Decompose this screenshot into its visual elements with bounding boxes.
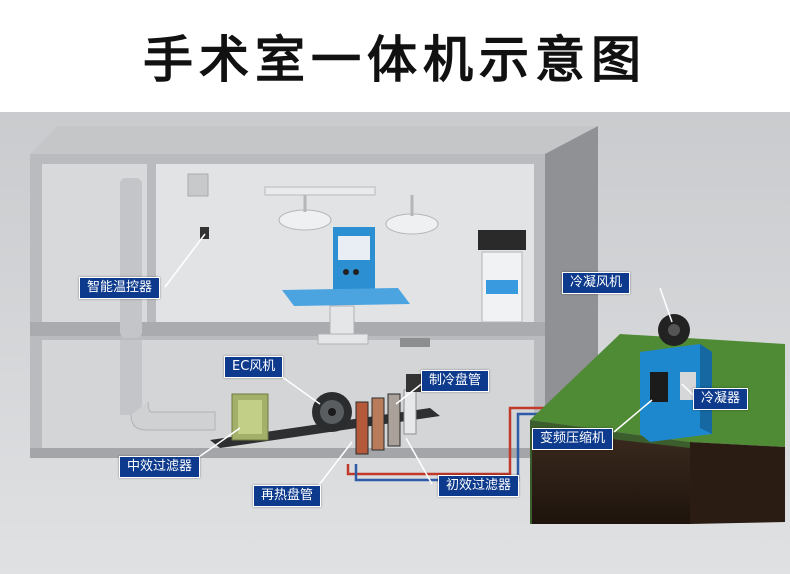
floor-drain [400, 338, 430, 347]
page-title: 手术室一体机示意图 [143, 31, 647, 89]
label-primary-filter: 初效过滤器 [438, 475, 520, 497]
medical-cart [478, 230, 526, 323]
medium-filter-unit [231, 393, 269, 441]
label-inverter-compressor: 变频压缩机 [532, 428, 614, 450]
diagram-scene [0, 112, 790, 574]
ec-fan-unit [312, 392, 352, 432]
operating-table [282, 288, 410, 345]
label-cooling-coil: 制冷盘管 [421, 370, 490, 392]
vent-grille [187, 173, 209, 197]
label-condenser: 冷凝器 [693, 388, 749, 410]
label-condenser-fan: 冷凝风机 [562, 272, 631, 294]
surgical-lights [264, 186, 439, 235]
label-medium-filter: 中效过滤器 [119, 456, 201, 478]
label-ec-fan: EC风机 [224, 356, 284, 378]
coil-units [355, 374, 422, 455]
thermostat-device [200, 227, 209, 239]
label-smart-thermostat: 智能温控器 [79, 277, 161, 299]
label-reheat-coil: 再热盘管 [253, 485, 322, 507]
